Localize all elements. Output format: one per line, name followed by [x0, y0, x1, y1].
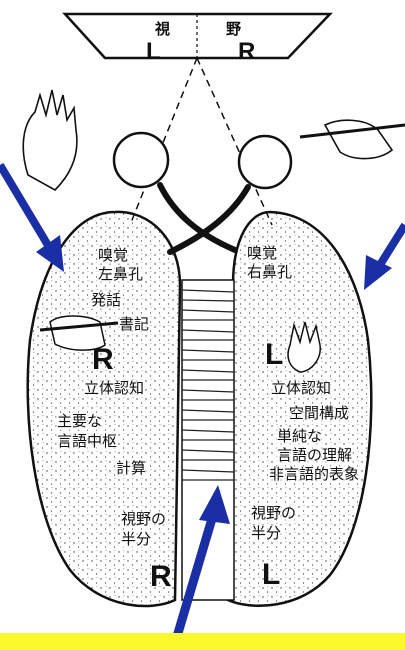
right-nostril-label: 右鼻孔 [246, 264, 293, 281]
right-stereognosis-label: 立体認知 [270, 380, 332, 397]
right-smell-label: 嗅覚 [246, 245, 278, 262]
left-bottom-letter: R [150, 562, 172, 592]
left-nostril-label: 左鼻孔 [97, 266, 144, 283]
right-eye [239, 136, 291, 188]
simple-label-2: 言語の理解 [276, 447, 353, 464]
visual-field-right-letter: R [238, 40, 255, 64]
visual-field-title-left: 視 [155, 18, 170, 39]
main-language-label-2: 言語中枢 [56, 433, 118, 450]
spatial-label: 空間構成 [288, 405, 350, 422]
right-bottom-letter: L [262, 560, 280, 590]
left-raised-hand-sketch [23, 90, 77, 190]
left-smell-label: 嗅覚 [97, 247, 129, 264]
visual-field-left-letter: L [146, 40, 161, 64]
speech-label: 発話 [90, 292, 122, 309]
right-half-field-label-1: 視野の [250, 505, 297, 522]
nonverbal-label: 非言語的表象 [268, 466, 360, 483]
optic-chiasm [160, 185, 248, 252]
left-half-field-label-2: 半分 [120, 531, 152, 548]
left-eye [114, 133, 168, 187]
corpus-callosum [182, 280, 234, 600]
visual-field-title-right: 野 [226, 18, 241, 39]
calculation-label: 計算 [115, 460, 147, 477]
left-stereognosis-label: 立体認知 [83, 380, 145, 397]
simple-label-1: 単純な [276, 428, 323, 445]
left-hand-letter: R [92, 345, 114, 375]
right-hand-letter: L [265, 340, 283, 370]
right-half-field-label-2: 半分 [250, 525, 282, 542]
yellow-highlight-bar [0, 633, 405, 650]
main-language-label-1: 主要な [56, 413, 103, 430]
writing-label: 書記 [118, 316, 150, 333]
left-half-field-label-1: 視野の [120, 511, 167, 528]
right-writing-hand-sketch [325, 120, 392, 158]
